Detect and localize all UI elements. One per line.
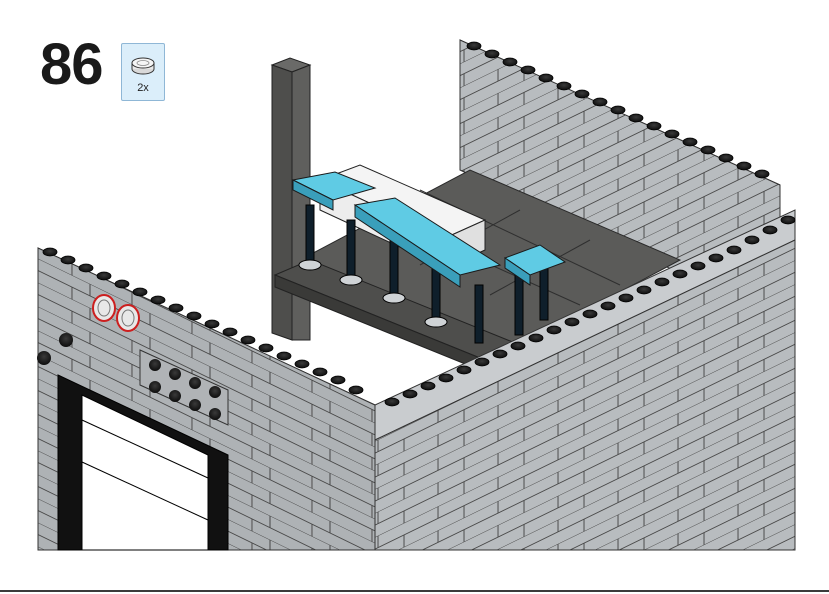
window bbox=[57, 374, 229, 551]
front-right-wall bbox=[374, 209, 796, 551]
part-quantity: 2x bbox=[137, 82, 149, 94]
footer-rule bbox=[0, 590, 829, 592]
wall-top-studs bbox=[42, 41, 796, 407]
step-number: 86 bbox=[40, 32, 104, 97]
round-tile-clear-icon bbox=[131, 57, 155, 75]
technic-plate bbox=[37, 333, 229, 426]
new-part-highlight bbox=[92, 294, 140, 332]
azure-railing bbox=[291, 171, 567, 288]
balusters bbox=[298, 204, 549, 344]
parts-callout: 2x bbox=[121, 43, 165, 101]
